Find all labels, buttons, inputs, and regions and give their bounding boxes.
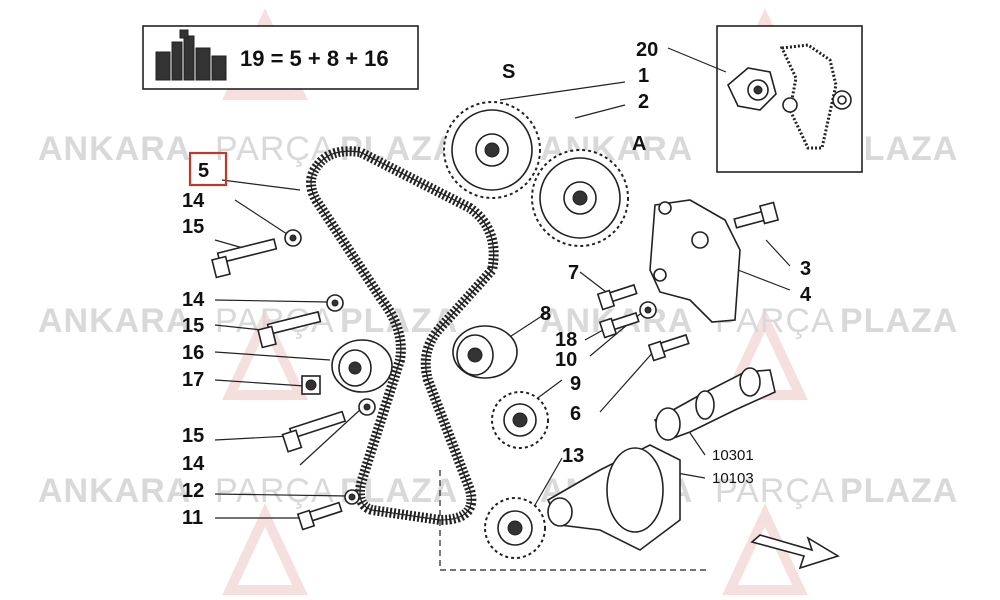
callout-3: 3 <box>800 258 811 280</box>
callout-14-low: 14 <box>182 453 205 475</box>
water-pump-icon <box>727 67 777 111</box>
camshaft <box>653 367 776 441</box>
inset-belt <box>779 43 838 150</box>
leader-lines <box>214 47 791 571</box>
kit-formula-text: 19 = 5 + 8 + 16 <box>240 46 389 71</box>
callout-16: 16 <box>182 342 204 364</box>
callout-15-top: 15 <box>182 216 204 238</box>
pulley-9 <box>491 391 549 449</box>
label-a: A <box>632 133 646 155</box>
watermark-word-ankara: ANKARA <box>38 472 191 510</box>
watermark-logo-5 <box>222 503 308 595</box>
watermark-word-parca: PARÇA <box>215 130 335 168</box>
timing-belt-outline <box>310 150 495 521</box>
watermark-logo-3 <box>222 308 308 400</box>
callout-labels: 20 1 2 3 4 5 14 15 14 15 16 17 15 14 12 … <box>182 39 812 529</box>
crankshaft <box>546 444 681 551</box>
callout-1: 1 <box>638 65 649 87</box>
watermark-word-plaza: PLAZA <box>840 472 958 510</box>
idler-roller-8 <box>452 325 518 379</box>
callout-8: 8 <box>540 303 551 325</box>
camshaft-pulley-a <box>531 149 629 247</box>
callout-17: 17 <box>182 369 204 391</box>
watermark-word-ankara: ANKARA <box>38 130 191 168</box>
callout-11: 11 <box>182 507 203 529</box>
bolt-15-low-icon <box>288 410 347 440</box>
crank-sprocket-13 <box>484 497 546 559</box>
callout-6: 6 <box>570 403 581 425</box>
callout-20: 20 <box>636 39 658 61</box>
kit-parts-icon <box>155 29 227 81</box>
kit-formula-box: 19 = 5 + 8 + 16 <box>142 25 419 90</box>
callout-7: 7 <box>568 262 579 284</box>
watermark-word-plaza: PLAZA <box>340 130 458 168</box>
callout-14-top: 14 <box>182 190 205 212</box>
callout-10103: 10103 <box>712 470 754 487</box>
label-s: S <box>502 61 515 83</box>
callout-10301: 10301 <box>712 447 754 464</box>
callout-14-mid: 14 <box>182 289 205 311</box>
tensioner-bracket <box>649 199 741 323</box>
callout-10: 10 <box>555 349 577 371</box>
callout-4: 4 <box>800 284 812 306</box>
camshaft-pulley-s <box>443 101 541 199</box>
watermark-word-ankara: ANKARA <box>38 302 191 340</box>
highlighted-callout-box <box>188 151 228 187</box>
callout-12: 12 <box>182 480 204 502</box>
callout-15-low: 15 <box>182 425 204 447</box>
inset-roller-icon <box>782 97 798 113</box>
bolt-15-top-head-icon <box>211 255 231 279</box>
callout-9: 9 <box>570 373 581 395</box>
water-pump-inset <box>716 25 863 173</box>
direction-arrow-icon <box>750 534 840 570</box>
watermark-word-parca: PARÇA <box>715 472 835 510</box>
callout-18: 18 <box>555 329 577 351</box>
callout-13: 13 <box>562 445 584 467</box>
watermark-word-plaza: PLAZA <box>840 302 958 340</box>
callout-15-mid: 15 <box>182 315 204 337</box>
watermark-logo-6 <box>722 503 808 595</box>
bolt-3-icon <box>733 201 780 229</box>
fasteners <box>211 229 690 531</box>
watermark-word-parca: PARÇA <box>215 472 335 510</box>
callout-5: 5 <box>198 160 209 182</box>
callout-2: 2 <box>638 91 649 113</box>
tensioner-16 <box>331 339 393 393</box>
